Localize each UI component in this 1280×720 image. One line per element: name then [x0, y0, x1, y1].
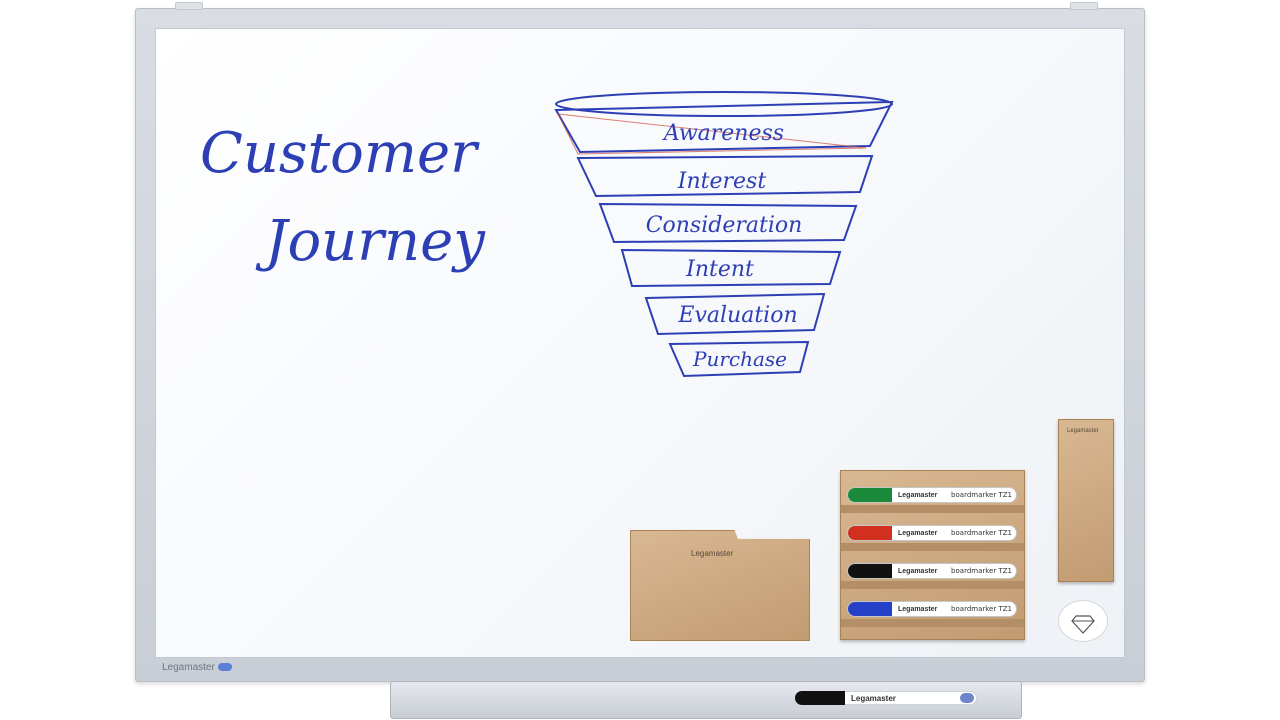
- frame-brand-label: Legamaster: [162, 661, 215, 673]
- marker-red: Legamaster boardmarker TZ1: [847, 525, 1017, 541]
- marker-cap-icon: [848, 488, 892, 502]
- rack-shelf: [841, 619, 1024, 627]
- sponge-brand: Legamaster: [1067, 428, 1099, 434]
- rack-shelf: [841, 505, 1024, 513]
- marker-cap-icon: [848, 526, 892, 540]
- tray-marker-label: Legamaster: [851, 693, 896, 703]
- marker-cap-icon: [848, 602, 892, 616]
- marker-blue: Legamaster boardmarker TZ1: [847, 601, 1017, 617]
- frame-clip: [175, 2, 203, 10]
- marker-green: Legamaster boardmarker TZ1: [847, 487, 1017, 503]
- tray-marker: Legamaster: [795, 691, 977, 705]
- marker-model: boardmarker TZ1: [951, 605, 1012, 613]
- quality-seal-icon: [1058, 600, 1108, 642]
- marker-brand: Legamaster: [898, 529, 938, 537]
- marker-model: boardmarker TZ1: [951, 529, 1012, 537]
- marker-rack: Legamaster boardmarker TZ1 Legamaster bo…: [840, 470, 1025, 640]
- diamond-icon: [1071, 615, 1095, 634]
- marker-end-icon: [960, 693, 974, 703]
- eraser-holder: Legamaster: [630, 530, 810, 641]
- board-eraser-sponge: Legamaster: [1058, 419, 1114, 582]
- eraser-holder-brand: Legamaster: [691, 549, 734, 558]
- brand-logo-icon: [217, 663, 232, 671]
- frame-clip: [1070, 2, 1098, 10]
- marker-brand: Legamaster: [898, 491, 938, 499]
- rack-shelf: [841, 543, 1024, 551]
- frame-brand-plate: Legamaster: [162, 660, 236, 674]
- marker-model: boardmarker TZ1: [951, 491, 1012, 499]
- marker-brand: Legamaster: [898, 567, 938, 575]
- marker-model: boardmarker TZ1: [951, 567, 1012, 575]
- marker-brand: Legamaster: [898, 605, 938, 613]
- marker-cap-icon: [848, 564, 892, 578]
- marker-cap-icon: [795, 691, 845, 705]
- marker-black: Legamaster boardmarker TZ1: [847, 563, 1017, 579]
- rack-shelf: [841, 581, 1024, 589]
